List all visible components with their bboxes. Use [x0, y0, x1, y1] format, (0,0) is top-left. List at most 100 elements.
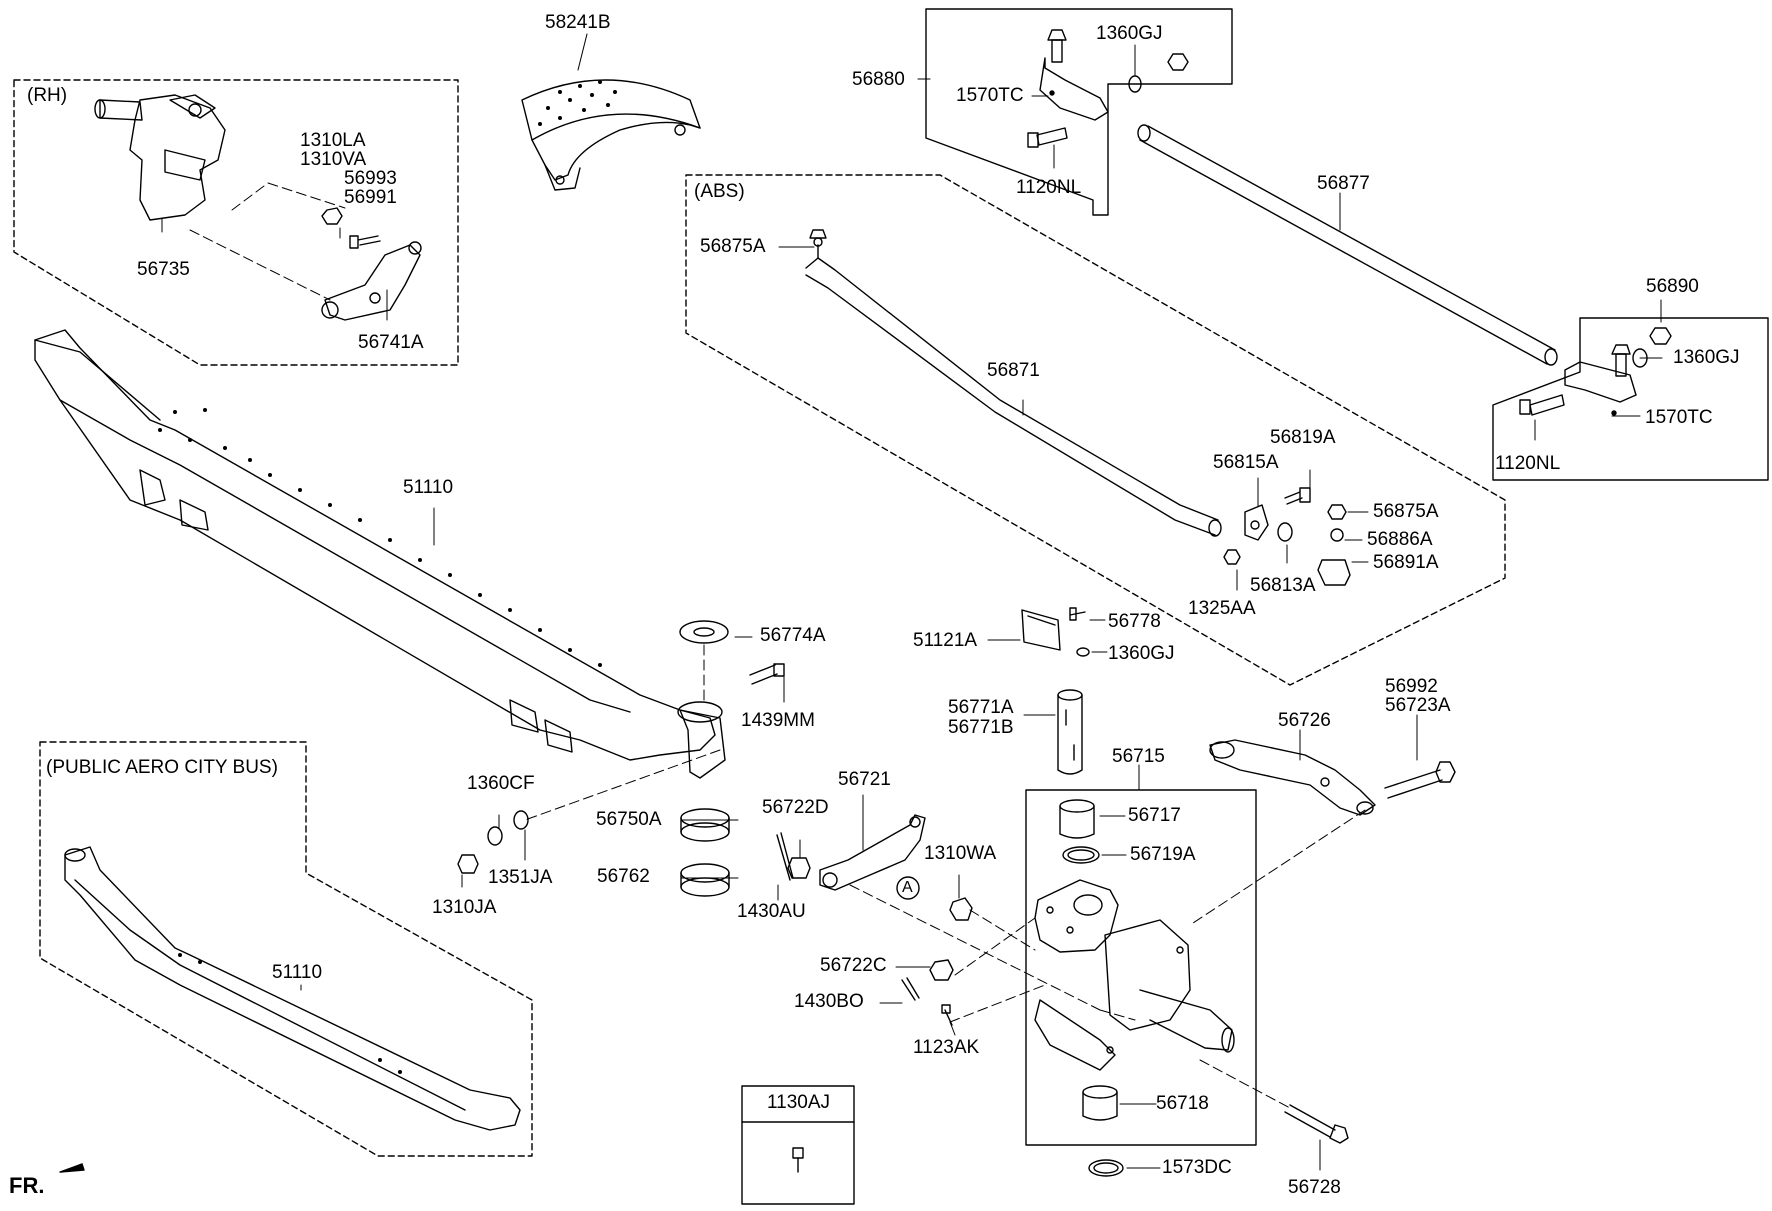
part-label-56715: 56715: [1112, 746, 1165, 767]
front-arrow-icon: [59, 1163, 85, 1173]
part-label-1123AK: 1123AK: [913, 1037, 980, 1058]
bushing-56762: [680, 863, 730, 897]
part-label-56719A: 56719A: [1130, 844, 1196, 865]
bolt-56778: [1069, 607, 1086, 621]
seal-56719A: [1062, 846, 1100, 864]
bolt-1130AJ: [792, 1147, 804, 1173]
tie-rod-56877: [1137, 124, 1558, 366]
part-label-56875A-right: 56875A: [1373, 501, 1439, 522]
tie-end-box-right: [1492, 317, 1769, 481]
part-label-56771A: 56771A: [948, 697, 1014, 718]
part-label-56717: 56717: [1128, 805, 1181, 826]
part-label-1120NL-top: 1120NL: [1016, 177, 1082, 198]
front-marker: FR.: [9, 1173, 45, 1198]
part-label-1351JA: 1351JA: [488, 867, 553, 888]
part-label-1430BO: 1430BO: [794, 991, 864, 1012]
knuckle-box: [1025, 789, 1257, 1146]
washer-1360CF: [487, 826, 503, 846]
abs-small-parts: [1223, 487, 1351, 586]
grease-nipple-1123AK: [941, 1004, 953, 1026]
part-label-1325AA: 1325AA: [1188, 598, 1256, 619]
king-pin-56771A: [1057, 689, 1083, 775]
part-label-56728: 56728: [1288, 1177, 1341, 1198]
rh-group-box: [13, 79, 459, 366]
part-label-56815A: 56815A: [1213, 452, 1279, 473]
part-label-56722D: 56722D: [762, 797, 829, 818]
part-label-56721: 56721: [838, 769, 891, 790]
part-label-56886A: 56886A: [1367, 529, 1433, 550]
part-label-56993: 56993: [344, 168, 397, 189]
part-label-56813A: 56813A: [1250, 575, 1316, 596]
part-label-56890: 56890: [1646, 276, 1699, 297]
group-label-public-aero: (PUBLIC AERO CITY BUS): [46, 757, 278, 778]
part-label-56741A: 56741A: [358, 332, 424, 353]
cotter-pin-1430BO: [901, 977, 920, 1001]
nut-1310WA: [949, 897, 973, 921]
part-label-1573DC: 1573DC: [1162, 1157, 1232, 1178]
part-label-56735: 56735: [137, 259, 190, 280]
part-label-56771B: 56771B: [948, 717, 1014, 738]
part-label-56991: 56991: [344, 187, 397, 208]
bolt-56723A: [1384, 761, 1456, 799]
part-label-1570TC-right: 1570TC: [1645, 407, 1713, 428]
nut-56722D: [787, 857, 811, 879]
part-label-56992: 56992: [1385, 676, 1438, 697]
part-label-56723A: 56723A: [1385, 695, 1451, 716]
callout-circle-a: [896, 876, 920, 900]
part-label-1120NL-right: 1120NL: [1495, 453, 1561, 474]
part-label-1439MM: 1439MM: [741, 710, 815, 731]
part-1130AJ-box: [741, 1085, 855, 1205]
part-label-56750A: 56750A: [596, 809, 662, 830]
knuckle-rh-56735: [94, 94, 226, 221]
bushing-56750A: [680, 808, 730, 842]
nut-56722C: [929, 959, 954, 981]
part-label-1310LA: 1310LA: [300, 130, 366, 151]
part-label-1310JA: 1310JA: [432, 897, 497, 918]
washer-1351JA: [513, 810, 529, 830]
part-label-51121A: 51121A: [913, 630, 978, 651]
part-label-56880: 56880: [852, 69, 905, 90]
axle-beam-51110-bus: [64, 846, 521, 1131]
part-label-56718: 56718: [1156, 1093, 1209, 1114]
part-label-1130AJ: 1130AJ: [767, 1092, 831, 1113]
arm-56721: [819, 814, 926, 891]
bushing-56718: [1082, 1085, 1118, 1121]
leader-lines: [161, 33, 1663, 1171]
part-label-56877: 56877: [1317, 173, 1370, 194]
washer-1360GJ-mid: [1076, 647, 1090, 657]
brake-shoe-58241B: [521, 79, 701, 191]
part-label-56875A-left: 56875A: [700, 236, 766, 257]
nut-1310JA: [457, 854, 479, 874]
bolt-56728: [1284, 1104, 1349, 1144]
part-label-56762: 56762: [597, 866, 650, 887]
part-label-51110-bus: 51110: [272, 962, 323, 983]
part-label-56891A: 56891A: [1373, 552, 1439, 573]
public-aero-group-box: [39, 741, 533, 1157]
axle-beam-51110: [34, 329, 726, 779]
cotter-pin-1430AU: [776, 832, 794, 881]
tie-end-box-top: [925, 8, 1233, 216]
part-label-1360GJ-top: 1360GJ: [1096, 23, 1163, 44]
callout-label-a: A: [902, 879, 913, 896]
part-label-1310VA: 1310VA: [300, 149, 367, 170]
rh-small-parts: [321, 207, 381, 249]
abs-group-box: [685, 174, 1506, 686]
drag-link-56871: [805, 229, 1222, 537]
part-label-1570TC-top: 1570TC: [956, 85, 1024, 106]
part-label-56726: 56726: [1278, 710, 1331, 731]
shims-51121A: [1021, 609, 1061, 651]
part-label-51110-main: 51110: [403, 477, 454, 498]
group-label-abs: (ABS): [694, 181, 745, 202]
part-label-1310WA: 1310WA: [924, 843, 997, 864]
bolt-1439MM: [749, 663, 785, 685]
part-label-58241B: 58241B: [545, 12, 611, 33]
group-label-rh: (RH): [27, 85, 68, 106]
part-label-1360GJ-mid: 1360GJ: [1108, 643, 1175, 664]
part-label-56778: 56778: [1108, 611, 1161, 632]
steering-arm-rh-56741A: [321, 241, 422, 321]
tie-rod-end-56890: [1519, 327, 1672, 416]
part-label-56819A: 56819A: [1270, 427, 1336, 448]
steering-arm-56726: [1209, 739, 1376, 816]
